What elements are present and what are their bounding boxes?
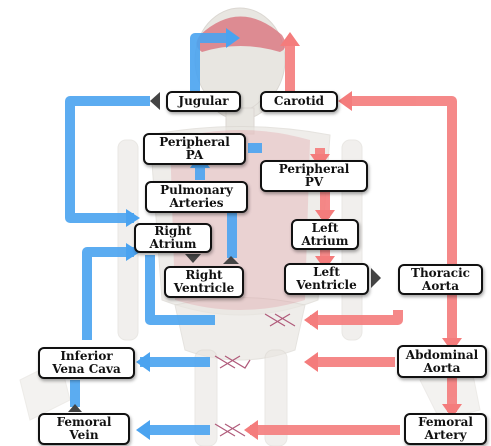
- left-ventricle-box: Left Ventricle: [284, 263, 369, 295]
- arrow-left-femoral-artery: [244, 420, 258, 440]
- arrow-left-abdomen: [304, 352, 318, 372]
- right-ventricle-box: Right Ventricle: [164, 266, 244, 298]
- arrow-into-femoral-vein: [136, 420, 150, 440]
- right-atrium-box: Right Atrium: [134, 223, 212, 253]
- peripheral-pa-box: Peripheral PA: [143, 133, 246, 165]
- arrow-into-carotid: [338, 91, 352, 111]
- femoral-artery-box: Femoral Artery: [404, 413, 487, 445]
- carotid-box: Carotid: [260, 91, 338, 112]
- left-atrium-box: Left Atrium: [291, 219, 359, 250]
- arrow-left-systemic: [304, 310, 318, 330]
- left-ventricle-connector: [371, 268, 381, 288]
- thoracic-aorta-box: Thoracic Aorta: [398, 264, 483, 295]
- jugular-connector: [150, 92, 160, 110]
- pulmonary-arteries-box: Pulmonary Arteries: [145, 181, 248, 213]
- arrow-into-ivc: [136, 352, 150, 372]
- peripheral-pv-box: Peripheral PV: [260, 160, 368, 192]
- jugular-box: Jugular: [166, 91, 241, 112]
- inferior-vena-cava-box: Inferior Vena Cava: [38, 347, 135, 379]
- capillary-bed-leg: [215, 424, 245, 436]
- femoral-vein-box: Femoral Vein: [38, 413, 130, 445]
- abdominal-aorta-box: Abdominal Aorta: [397, 345, 487, 378]
